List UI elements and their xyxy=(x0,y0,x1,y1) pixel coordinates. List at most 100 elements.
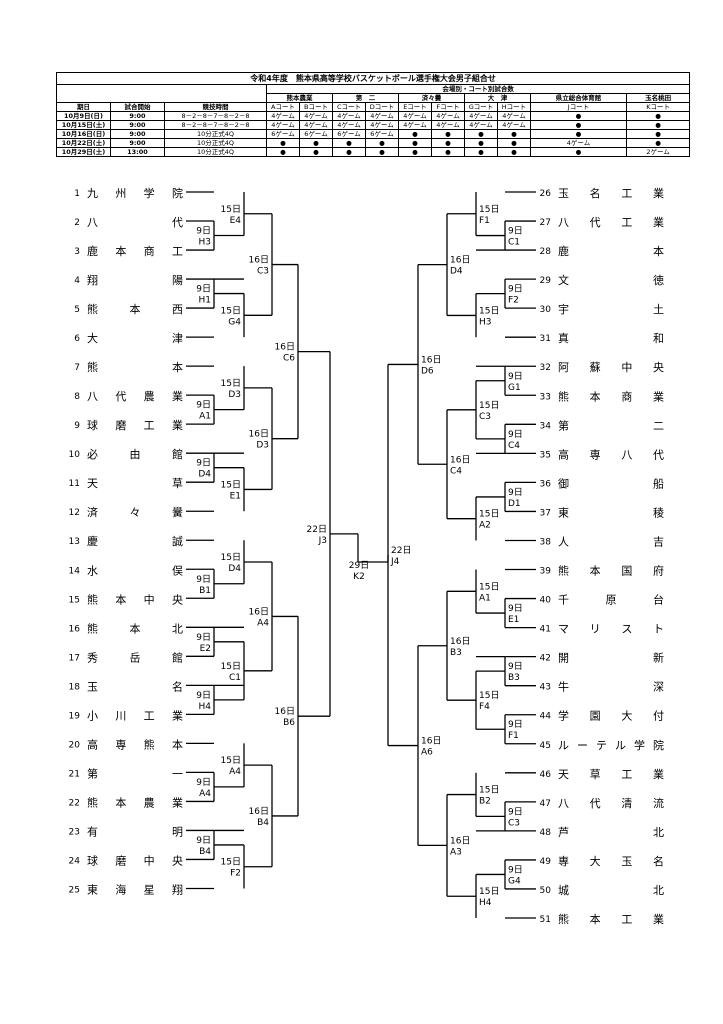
match-day: 15日 xyxy=(479,509,499,520)
match-court: A6 xyxy=(421,748,433,758)
team-name: マリスト xyxy=(558,623,664,636)
team-name: 東稜 xyxy=(558,506,664,519)
match-court: C1 xyxy=(229,673,241,683)
team-name: 小川工業 xyxy=(87,709,183,722)
team-number: 42 xyxy=(540,654,551,664)
team-number: 6 xyxy=(74,334,80,344)
team-name: 秀岳館 xyxy=(87,650,183,664)
match-day: 9日 xyxy=(508,603,523,614)
team-number: 18 xyxy=(69,682,81,692)
match-day: 9日 xyxy=(508,806,523,817)
team-name: 熊本国府 xyxy=(558,564,664,578)
team-number: 10 xyxy=(69,450,81,460)
match-day: 15日 xyxy=(479,785,499,796)
team-name: 宇土 xyxy=(558,303,664,316)
team-name: 学園大付 xyxy=(558,709,664,723)
team-name: 有明 xyxy=(87,824,183,838)
team-number: 37 xyxy=(540,508,551,518)
team-number: 24 xyxy=(69,856,81,866)
team-number: 7 xyxy=(74,363,80,373)
match-court: B2 xyxy=(479,797,491,807)
team-name: 人吉 xyxy=(558,535,664,548)
team-number: 40 xyxy=(540,596,552,606)
match-court: J3 xyxy=(318,536,327,546)
team-name: ルーテル学院 xyxy=(558,738,664,752)
match-court: A4 xyxy=(229,767,241,777)
team-name: 鹿本商工 xyxy=(87,244,183,258)
team-number: 32 xyxy=(540,363,551,373)
team-name: 八代 xyxy=(87,216,183,229)
team-name: 阿蘇中央 xyxy=(558,361,664,374)
match-court: C6 xyxy=(283,354,295,364)
team-number: 44 xyxy=(540,712,552,722)
match-court: B3 xyxy=(508,673,520,683)
team-name: 翔陽 xyxy=(87,273,183,287)
match-day: 9日 xyxy=(508,429,523,440)
match-day: 9日 xyxy=(196,458,211,469)
team-name: 大津 xyxy=(87,331,183,345)
match-day: 9日 xyxy=(508,719,523,730)
match-day: 15日 xyxy=(479,690,499,701)
team-name: 熊本 xyxy=(87,360,183,374)
team-number: 9 xyxy=(74,421,80,431)
team-number: 43 xyxy=(540,683,551,693)
team-number: 27 xyxy=(540,218,551,228)
team-number: 46 xyxy=(540,770,552,780)
team-name: 専大玉名 xyxy=(558,854,664,868)
team-name: 球磨工業 xyxy=(87,418,183,432)
match-day: 9日 xyxy=(196,632,211,643)
team-number: 2 xyxy=(74,218,80,228)
match-court: D3 xyxy=(228,390,241,400)
team-number: 12 xyxy=(69,508,80,518)
team-name: 高専八代 xyxy=(558,447,664,461)
match-court: K2 xyxy=(353,572,365,582)
team-name: 鹿本 xyxy=(558,244,664,258)
match-court: C3 xyxy=(257,267,269,277)
match-court: B6 xyxy=(283,718,295,728)
match-court: C3 xyxy=(508,818,520,828)
team-name: 八代工業 xyxy=(558,216,664,229)
match-day: 15日 xyxy=(221,305,241,316)
match-court: H3 xyxy=(479,317,492,327)
match-court: D6 xyxy=(421,366,434,376)
match-court: F2 xyxy=(230,869,241,879)
team-name: 真和 xyxy=(558,331,664,345)
schedule-table: 令和4年度 熊本県高等学校バスケットボール選手権大会男子組合せ 会場別・コート別… xyxy=(55,72,691,157)
team-name: 八代清流 xyxy=(558,796,664,810)
match-day: 15日 xyxy=(221,857,241,868)
team-number: 47 xyxy=(540,799,551,809)
match-day: 9日 xyxy=(196,777,211,788)
match-day: 9日 xyxy=(508,371,523,382)
match-court: C1 xyxy=(508,238,520,248)
match-court: H4 xyxy=(199,702,212,712)
match-court: A2 xyxy=(479,521,491,531)
team-name: 熊本中央 xyxy=(87,592,183,606)
team-number: 28 xyxy=(540,247,552,257)
team-name: 芦北 xyxy=(558,826,664,839)
match-court: H3 xyxy=(199,238,212,248)
team-name: 文徳 xyxy=(558,273,664,287)
team-number: 15 xyxy=(69,595,80,605)
team-number: 25 xyxy=(69,885,80,895)
match-day: 16日 xyxy=(450,454,470,465)
match-court: E2 xyxy=(200,644,211,654)
team-name: 千原台 xyxy=(558,593,664,607)
team-number: 48 xyxy=(540,828,552,838)
match-day: 16日 xyxy=(275,342,295,353)
match-day: 9日 xyxy=(196,400,211,411)
match-court: E1 xyxy=(508,615,519,625)
team-number: 35 xyxy=(540,450,551,460)
match-day: 9日 xyxy=(508,487,523,498)
team-number: 16 xyxy=(69,624,81,634)
team-number: 49 xyxy=(540,857,552,867)
match-day: 9日 xyxy=(196,835,211,846)
team-number: 50 xyxy=(540,886,552,896)
match-day: 15日 xyxy=(479,305,499,316)
match-court: G4 xyxy=(228,317,241,327)
team-name: 球磨中央 xyxy=(87,853,183,867)
match-court: E1 xyxy=(230,491,241,501)
